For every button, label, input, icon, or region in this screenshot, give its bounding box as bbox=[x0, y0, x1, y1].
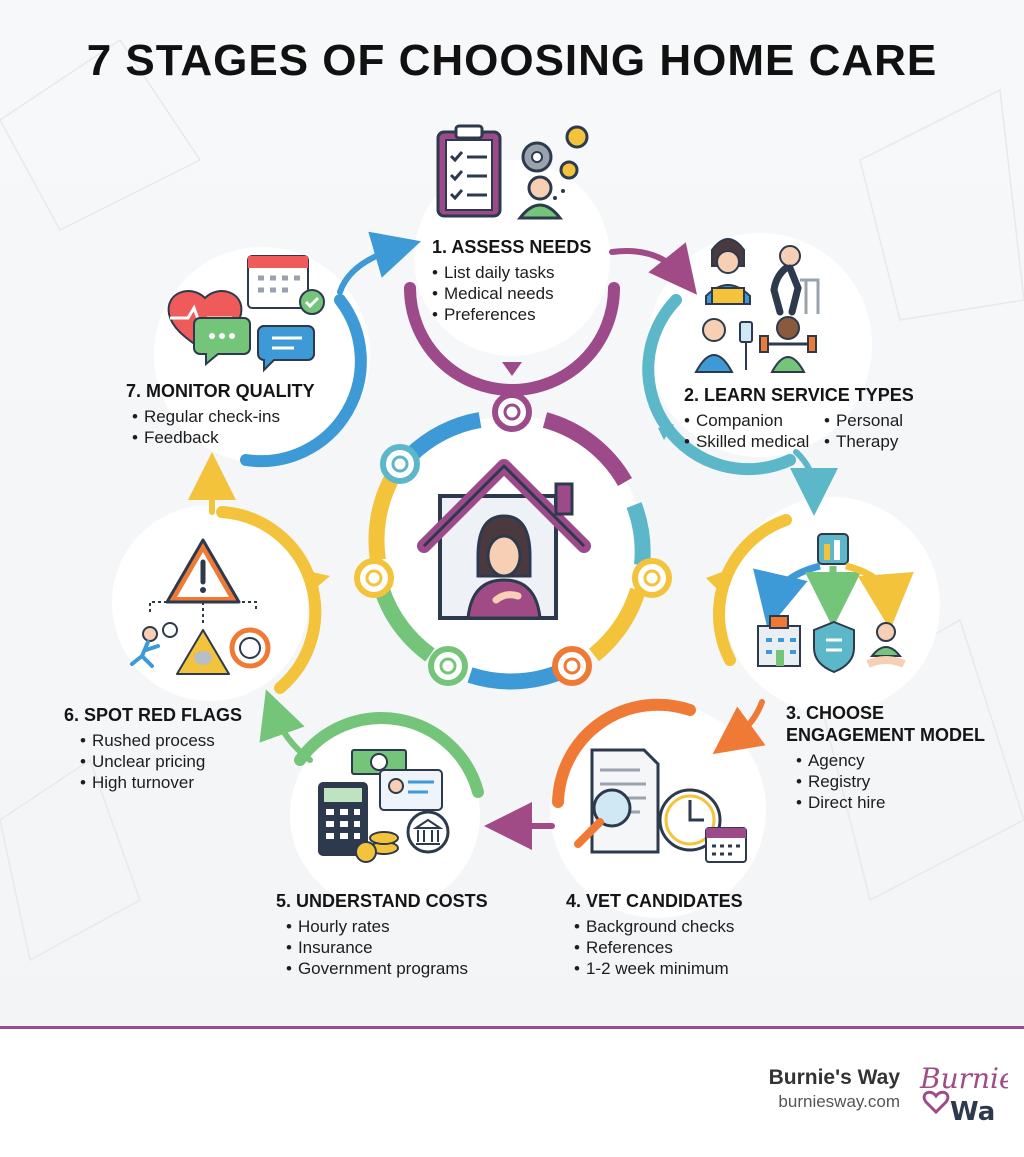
stage-6-items: Rushed process Unclear pricing High turn… bbox=[64, 730, 242, 793]
stage-1-items: List daily tasks Medical needs Preferenc… bbox=[432, 262, 591, 325]
bank-icon bbox=[406, 810, 450, 854]
stage-3-item: Registry bbox=[796, 771, 985, 792]
stage-3-item: Direct hire bbox=[796, 792, 985, 813]
running-person-icon bbox=[130, 622, 178, 668]
person-gears-icon bbox=[516, 125, 589, 220]
stage-4-item: Background checks bbox=[574, 916, 743, 937]
stage-2-item: Personal bbox=[824, 410, 914, 431]
stage-7-text: 7. MONITOR QUALITY Regular check-ins Fee… bbox=[126, 380, 315, 448]
stage-5-node bbox=[290, 712, 484, 910]
elderly-walker-icon bbox=[770, 245, 820, 316]
building-branches-icon bbox=[753, 533, 914, 630]
id-card-icon bbox=[379, 769, 443, 811]
caregiver-reading-icon bbox=[705, 238, 751, 305]
hospital-icon bbox=[757, 615, 801, 667]
stage-5-text: 5. UNDERSTAND COSTS Hourly rates Insuran… bbox=[276, 890, 488, 979]
stage-1-item: Preferences bbox=[432, 304, 591, 325]
stage-1-heading: 1. ASSESS NEEDS bbox=[432, 237, 592, 257]
stage-7-item: Regular check-ins bbox=[132, 406, 315, 427]
stage-6-item: Unclear pricing bbox=[80, 751, 242, 772]
handshake-icon bbox=[866, 622, 906, 668]
stage-6-heading: 6. SPOT RED FLAGS bbox=[64, 705, 243, 725]
stage-7-heading: 7. MONITOR QUALITY bbox=[126, 381, 315, 401]
clipboard-checklist-icon bbox=[436, 124, 502, 218]
therapy-weights-icon bbox=[759, 316, 817, 373]
cycle-arrows-icon bbox=[229, 627, 271, 669]
stage-5-item: Insurance bbox=[286, 937, 488, 958]
stage-6-text: 6. SPOT RED FLAGS Rushed process Unclear… bbox=[64, 704, 242, 793]
cycle-arrows bbox=[188, 231, 838, 850]
stage-2-items: Companion Personal Skilled medical Thera… bbox=[684, 410, 914, 452]
stage-3-item: Agency bbox=[796, 750, 985, 771]
coins-icon bbox=[355, 831, 399, 863]
calendar-icon bbox=[705, 827, 747, 863]
logo-text-top: Burnie bbox=[919, 1062, 1008, 1095]
stage-1-item: Medical needs bbox=[432, 283, 591, 304]
stage-5-item: Government programs bbox=[286, 958, 488, 979]
ring-connectors bbox=[354, 392, 672, 686]
house-person-icon bbox=[417, 459, 591, 620]
stage-1-item: List daily tasks bbox=[432, 262, 591, 283]
logo-text-bottom: Wa bbox=[950, 1097, 995, 1127]
doctor-icon bbox=[694, 318, 753, 373]
stage-7-item: Feedback bbox=[132, 427, 315, 448]
document-search-icon bbox=[574, 748, 660, 854]
cost-warning-icon bbox=[176, 629, 230, 675]
stage-4-items: Background checks References 1-2 week mi… bbox=[566, 916, 743, 979]
chat-bubbles-icon bbox=[193, 317, 315, 373]
calculator-icon bbox=[318, 782, 368, 856]
footer-bar bbox=[0, 1026, 1024, 1157]
stage-5-heading: 5. UNDERSTAND COSTS bbox=[276, 891, 488, 911]
stage-3-heading: 3. CHOOSE ENGAGEMENT MODEL bbox=[786, 702, 985, 746]
brand-url-link[interactable]: burniesway.com bbox=[778, 1092, 900, 1111]
stage-5-items: Hourly rates Insurance Government progra… bbox=[276, 916, 488, 979]
logo-heart-icon bbox=[922, 1090, 950, 1115]
stage-3-node bbox=[706, 497, 940, 713]
stage-6-item: Rushed process bbox=[80, 730, 242, 751]
stage-3-heading-line1: 3. CHOOSE bbox=[786, 703, 885, 723]
stage-6-node bbox=[112, 505, 330, 701]
stage-4-node bbox=[550, 698, 766, 918]
stage-2-text: 2. LEARN SERVICE TYPES Companion Persona… bbox=[684, 384, 914, 452]
stage-5-item: Hourly rates bbox=[286, 916, 488, 937]
stage-4-item: 1-2 week minimum bbox=[574, 958, 743, 979]
stage-2-item: Therapy bbox=[824, 431, 914, 452]
stage-6-item: High turnover bbox=[80, 772, 242, 793]
stage-4-item: References bbox=[574, 937, 743, 958]
stage-2-heading: 2. LEARN SERVICE TYPES bbox=[684, 385, 914, 405]
stage-3-heading-line2: ENGAGEMENT MODEL bbox=[786, 725, 986, 745]
stage-3-text: 3. CHOOSE ENGAGEMENT MODEL Agency Regist… bbox=[786, 702, 985, 813]
stage-4-heading: 4. VET CANDIDATES bbox=[566, 891, 743, 911]
shield-checklist-icon bbox=[813, 620, 855, 674]
stage-2-item: Skilled medical bbox=[684, 431, 824, 452]
stage-1-text: 1. ASSESS NEEDS List daily tasks Medical… bbox=[432, 236, 591, 325]
brand-name: Burnie's Way bbox=[768, 1066, 900, 1089]
calendar-check-icon bbox=[247, 255, 325, 315]
stage-2-item: Companion bbox=[684, 410, 824, 431]
stage-2-node bbox=[642, 233, 872, 476]
stage-3-items: Agency Registry Direct hire bbox=[786, 750, 985, 813]
brand-logo: Burnie Wa bbox=[919, 1062, 1008, 1127]
page-title: 7 STAGES OF CHOOSING HOME CARE bbox=[86, 36, 938, 85]
stage-7-items: Regular check-ins Feedback bbox=[126, 406, 315, 448]
stage-4-text: 4. VET CANDIDATES Background checks Refe… bbox=[566, 890, 743, 979]
